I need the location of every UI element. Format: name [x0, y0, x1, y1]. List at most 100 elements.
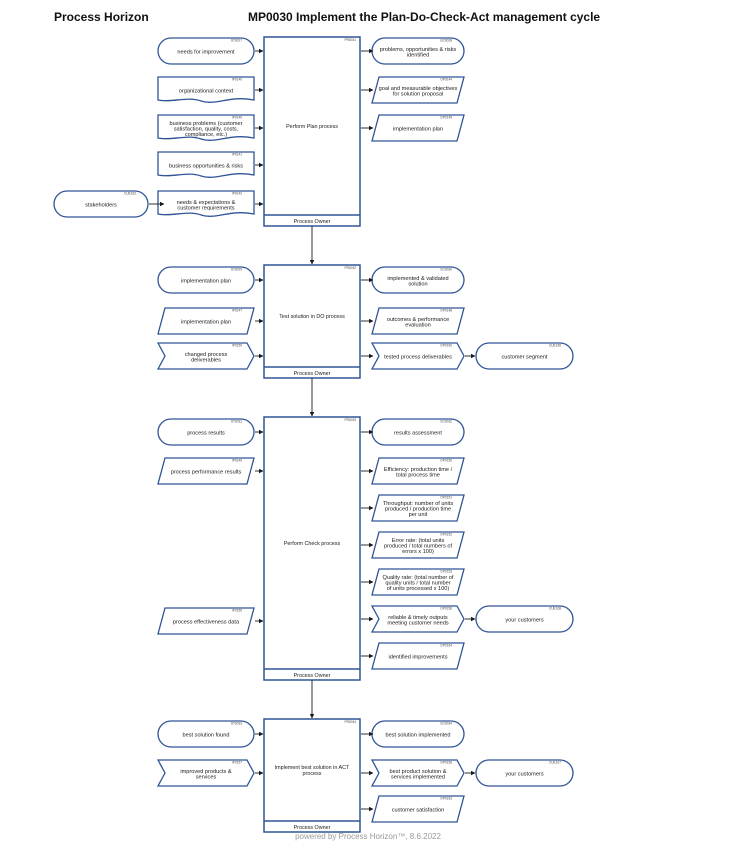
element-label: implemented & validated	[387, 276, 448, 282]
para-shape	[371, 642, 465, 670]
element-label: improved products &	[180, 769, 232, 775]
element-label: process results	[187, 431, 225, 437]
process-owner-label: Process Owner	[294, 219, 331, 225]
element-label: business opportunities & risks	[169, 164, 243, 170]
element-label: stakeholders	[85, 203, 117, 209]
element-label: results assessment	[394, 431, 442, 437]
input-rounded: ST0027 needs for improvement	[157, 37, 255, 65]
process-owner-label: Process Owner	[294, 825, 331, 831]
element-code: OP0163	[440, 797, 452, 801]
element-label: quality units / total number	[385, 581, 450, 587]
input-rounded: ST0029 implementation plan	[157, 266, 255, 294]
arrow-shape	[370, 605, 465, 633]
element-label: process performance results	[171, 470, 242, 476]
element-code: ST0027	[231, 39, 242, 43]
doc-shape	[157, 114, 255, 141]
arrow-shape	[156, 759, 255, 787]
element-label: meeting customer needs	[387, 620, 448, 626]
element-code: ST0029	[231, 268, 242, 272]
rounded-shape	[157, 418, 255, 446]
process-rect	[263, 718, 361, 833]
element-label: best solution found	[183, 733, 230, 739]
process-code: PR0032	[344, 266, 356, 270]
arrow-shape	[370, 342, 465, 370]
element-label: implementation plan	[181, 320, 231, 326]
element-label: satisfaction, quality, costs,	[174, 127, 239, 133]
element-label: best product solution &	[390, 769, 447, 775]
external-input-box: CUE162 stakeholders	[53, 190, 149, 218]
element-code: IP0159	[232, 344, 242, 348]
element-code: OP0158	[440, 761, 452, 765]
arrow-shape	[156, 342, 255, 370]
element-label: your customers	[505, 618, 543, 624]
process-label: Test solution in DO process	[279, 314, 345, 320]
element-label: goal and measurable objectives	[379, 86, 458, 92]
process-label: Perform Plan process	[286, 124, 338, 130]
element-label: business problems (customer	[169, 121, 242, 127]
element-code: CUE166	[549, 344, 561, 348]
element-label: for solution proposal	[393, 91, 443, 97]
external-output-box: CUE168 your customers	[475, 605, 574, 633]
rounded-shape	[475, 759, 574, 787]
element-label: solution	[408, 281, 427, 287]
element-code: ST0031	[231, 420, 242, 424]
element-label: compliance, etc.)	[185, 132, 227, 138]
element-label: best solution implemented	[386, 733, 451, 739]
process-rect	[263, 416, 361, 681]
element-code: EC0030	[440, 268, 452, 272]
process-rect	[263, 264, 361, 379]
element-code: IP0140	[232, 116, 242, 120]
rounded-shape	[157, 720, 255, 748]
element-code: OP0151	[440, 496, 452, 500]
para-shape	[371, 531, 465, 559]
element-label: needs for improvement	[177, 50, 235, 56]
element-label: reliable & timely outputs	[388, 615, 448, 621]
element-label: deliverables	[191, 357, 221, 363]
element-code: OP0160	[440, 344, 452, 348]
element-label: produced / production time	[385, 507, 451, 513]
element-label: your customers	[505, 772, 543, 778]
rounded-shape	[53, 190, 149, 218]
element-label: total process time	[396, 472, 440, 478]
element-code: IP0157	[232, 761, 242, 765]
element-label: problems, opportunities & risks	[380, 47, 457, 53]
output-para: OP0163 customer satisfaction	[371, 795, 465, 823]
para-shape	[371, 76, 465, 104]
element-label: of units processed x 100)	[387, 586, 450, 592]
element-label: produced / total numbers of	[384, 544, 453, 550]
element-label: implementation plan	[181, 279, 231, 285]
doc-shape	[157, 151, 255, 178]
para-shape	[371, 568, 465, 596]
element-code: CUE162	[124, 192, 136, 196]
element-label: customer satisfaction	[392, 808, 445, 814]
element-code: OP0152	[440, 533, 452, 537]
doc-shape	[157, 76, 255, 103]
element-label: Error rate: (total units	[392, 538, 445, 544]
brand-name: Process Horizon	[54, 10, 149, 24]
element-label: Throughput: number of units	[383, 501, 453, 507]
para-shape	[371, 494, 465, 522]
element-code: IP0140	[232, 78, 242, 82]
element-code: OP0150	[440, 459, 452, 463]
element-code: CUE168	[549, 607, 561, 611]
